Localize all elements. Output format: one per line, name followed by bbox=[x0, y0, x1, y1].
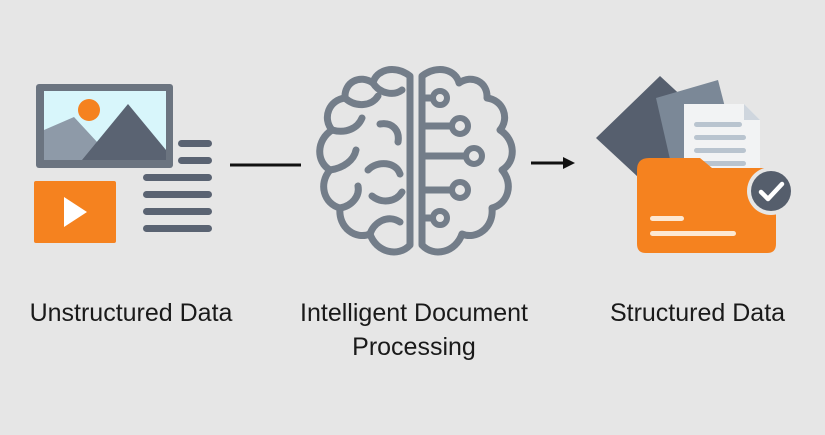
check-badge bbox=[751, 171, 791, 211]
folder-label-short bbox=[650, 216, 684, 221]
play-icon bbox=[64, 197, 87, 227]
step-label-unstructured-data: Unstructured Data bbox=[0, 296, 262, 330]
step-label-line: Structured Data bbox=[609, 299, 786, 327]
step-label-line: Intelligent Document bbox=[300, 299, 528, 327]
mountain-back bbox=[44, 117, 98, 160]
folder-check-icon bbox=[596, 76, 795, 253]
step-label-intelligent-document-processing: Intelligent Document Processing bbox=[268, 296, 560, 364]
media-document-icon bbox=[34, 84, 212, 243]
arrow-right-icon bbox=[531, 157, 575, 169]
folder-label-long bbox=[650, 231, 736, 236]
step-label-line: Processing bbox=[352, 333, 476, 361]
circuit-nodes bbox=[430, 88, 485, 228]
step-label-line: Unstructured Data bbox=[29, 299, 233, 327]
mountain-front bbox=[82, 104, 166, 160]
step-label-structured-data: Structured Data bbox=[585, 296, 810, 330]
text-lines-icon bbox=[143, 140, 212, 232]
brain-circuit-icon bbox=[316, 66, 516, 256]
folder-body bbox=[637, 158, 776, 253]
sun-icon bbox=[78, 99, 100, 121]
check-icon bbox=[758, 181, 785, 202]
